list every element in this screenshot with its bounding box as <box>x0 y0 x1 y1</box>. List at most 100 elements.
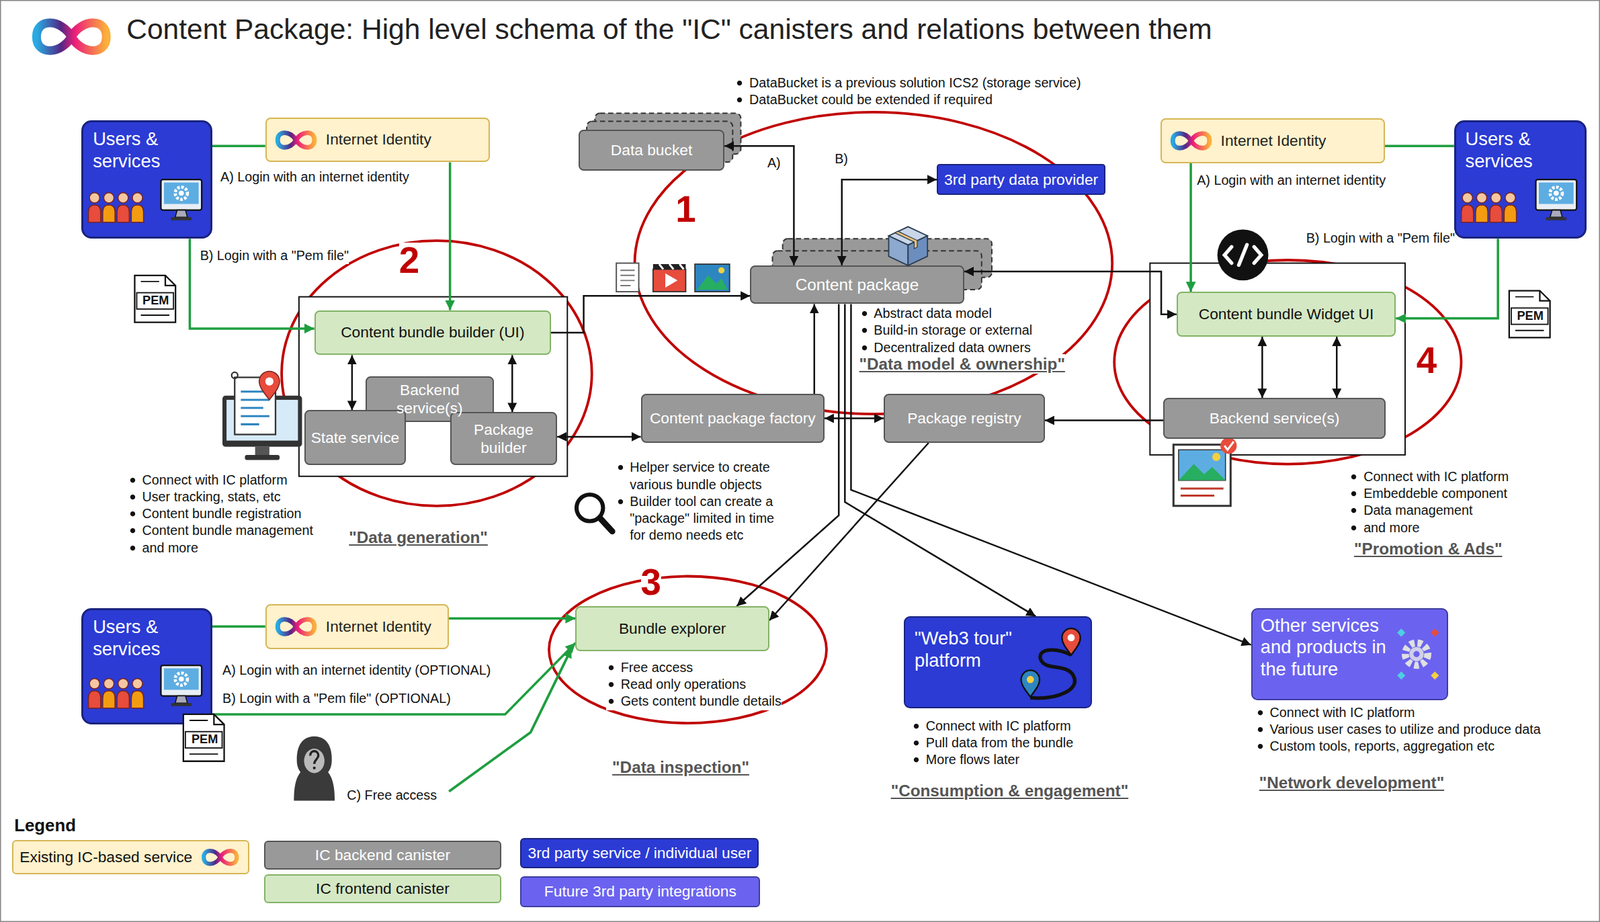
edge-label: A) Login with an internet identity <box>1196 172 1386 189</box>
media-icons <box>718 267 725 274</box>
legend-text: IC backend canister <box>315 846 451 865</box>
bullet-note: More flows later <box>911 751 1020 769</box>
pem-icon <box>183 714 225 762</box>
region-ellipse <box>1114 260 1461 465</box>
node-text: Backend service(s) <box>1209 409 1340 428</box>
code-icon <box>1217 229 1269 281</box>
backend-canister-box: Data bucket <box>578 129 725 171</box>
bullet-note: Read only operations <box>606 676 746 693</box>
bullet-note: Abstract data model <box>859 305 992 322</box>
people-icon <box>88 192 144 223</box>
anonymous-user-icon <box>293 736 335 802</box>
identity-service-box: Internet Identity <box>265 117 490 163</box>
backend-canister-box: Backend service(s) <box>365 376 494 423</box>
connector <box>551 295 750 333</box>
access-note: C) Free access <box>346 787 437 804</box>
login-connector <box>212 643 576 715</box>
monitor-illustration <box>231 372 238 379</box>
node-text: Content bundle builder (UI) <box>340 323 525 342</box>
legend-heading: Legend <box>14 815 76 836</box>
bullet-list: Connect with IC platformEmbeddeble compo… <box>1348 468 1564 537</box>
bullet-list: Connect with IC platformUser tracking, s… <box>127 471 353 557</box>
callout-number: 4 <box>1416 342 1437 380</box>
edge-label: B) Login with a "Pem file" (OPTIONAL) <box>222 690 451 707</box>
node-text: Internet Identity <box>1220 131 1327 150</box>
magnifier-icon <box>600 518 613 532</box>
backend-canister-box: Package builder <box>450 411 558 466</box>
image-card-icon <box>1178 449 1226 481</box>
media-icons <box>616 263 730 292</box>
user-box: Users & services <box>1454 120 1587 239</box>
legend-swatch: IC frontend canister <box>264 874 501 904</box>
node-text: Content package <box>795 274 920 295</box>
node-text: Package registry <box>907 409 1022 428</box>
bullet-list: Connect with IC platformVarious user cas… <box>1255 704 1588 756</box>
image-card-icon <box>1173 437 1237 507</box>
monitor-illustration <box>240 391 270 425</box>
media-icons <box>659 264 684 270</box>
backend-canister-box: Content package <box>749 265 965 305</box>
bullet-note: Helper service to create various bundle … <box>615 458 783 494</box>
backend-canister-box: Package registry <box>883 393 1045 443</box>
edge-label: B) Login with a "Pem file" <box>1306 230 1455 247</box>
region-ellipse <box>281 240 593 507</box>
media-icons <box>665 273 678 288</box>
bullet-note: Various user cases to utilize and produc… <box>1255 721 1541 738</box>
image-card-icon <box>1220 437 1237 454</box>
identity-service-box: Internet Identity <box>265 604 449 650</box>
connector <box>1261 336 1264 398</box>
monitor-icon <box>161 665 203 707</box>
inf-icon <box>277 619 315 635</box>
edge-label: A) Login with an internet identity <box>220 169 410 186</box>
user-box: Users & services <box>81 120 212 239</box>
third-party-box: "Web3 tour" platform <box>903 616 1092 709</box>
anonymous-user-icon <box>313 766 316 770</box>
legend-swatch: 3rd party service / individual user <box>520 837 759 869</box>
monitor-illustration <box>259 370 280 400</box>
connector <box>850 303 1251 645</box>
monitor-illustration <box>255 446 270 457</box>
user-box: Users & services <box>81 608 212 725</box>
monitor-illustration <box>265 377 274 386</box>
image-card-icon <box>1180 488 1224 496</box>
monitor-icon <box>1535 179 1577 221</box>
inf-icon <box>1172 133 1210 149</box>
edge-label: B) <box>834 151 849 168</box>
image-card-icon <box>1212 452 1221 461</box>
connector <box>557 436 642 439</box>
code-icon <box>1224 244 1262 265</box>
section-heading: "Data generation" <box>348 527 488 547</box>
monitor-illustration <box>244 454 280 461</box>
connector <box>841 179 937 266</box>
callout-number: 2 <box>399 242 420 280</box>
legend-text: 3rd party service / individual user <box>528 844 752 863</box>
anonymous-user-icon <box>310 751 319 765</box>
node-text: Other services and products in the futur… <box>1260 614 1391 681</box>
image-card-icon <box>1178 464 1226 481</box>
connector <box>844 303 1036 617</box>
frontend-canister-box: Bundle explorer <box>575 606 770 652</box>
frontend-canister-box: Content bundle builder (UI) <box>314 310 552 356</box>
login-connector <box>212 625 266 629</box>
magnifier-icon <box>576 494 613 532</box>
node-text: "Web3 tour" platform <box>914 627 1028 672</box>
legend-swatch: IC backend canister <box>264 840 501 870</box>
inf-icon <box>277 132 315 148</box>
login-connector <box>1189 163 1193 292</box>
legend-swatch: Existing IC-based service <box>12 839 249 875</box>
monitor-illustration <box>222 370 302 460</box>
image-card-icon <box>1224 441 1234 450</box>
node-text: Package builder <box>456 420 551 458</box>
media-icons <box>653 269 687 292</box>
code-icon <box>1217 229 1269 281</box>
group-frame <box>1149 263 1406 455</box>
callout-number: 3 <box>641 564 662 602</box>
node-text: State service <box>311 428 400 447</box>
backend-canister-box: Content package factory <box>641 393 825 443</box>
connector <box>824 417 884 420</box>
people-icon <box>88 678 144 709</box>
bullet-note: DataBucket is a previous solution ICS2 (… <box>734 74 1081 92</box>
connector <box>724 145 794 266</box>
bullet-list: Connect with IC platformPull data from t… <box>911 717 1136 769</box>
bullet-note: Custom tools, reports, aggregation etc <box>1255 737 1495 755</box>
